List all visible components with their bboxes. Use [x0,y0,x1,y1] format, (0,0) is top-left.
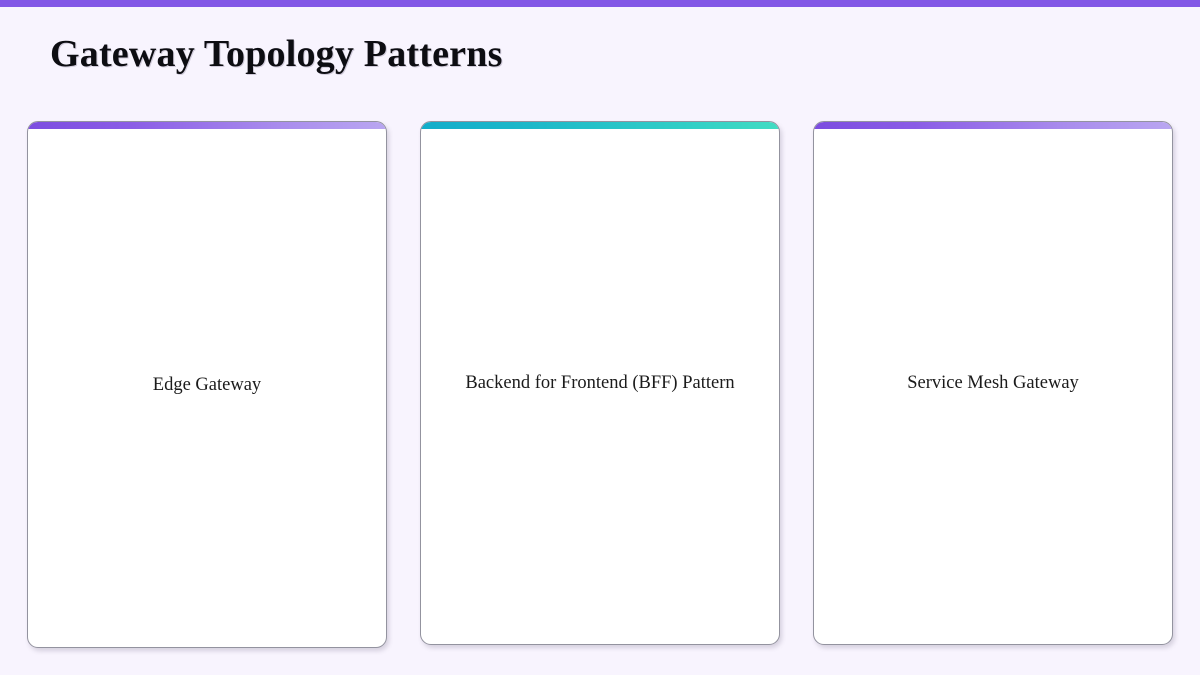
card-accent-bar [421,122,779,129]
card-accent-bar [814,122,1172,129]
card-label: Edge Gateway [152,374,262,395]
card-label: Backend for Frontend (BFF) Pattern [465,373,735,393]
top-accent-bar [0,0,1200,7]
card-accent-bar [28,122,386,129]
pattern-card-bff[interactable]: Backend for Frontend (BFF) Pattern [420,121,780,645]
pattern-card-row: Edge Gateway Backend for Frontend (BFF) … [27,121,1173,648]
pattern-card-service-mesh[interactable]: Service Mesh Gateway [813,121,1173,645]
card-body: Service Mesh Gateway [833,367,1153,399]
card-label: Service Mesh Gateway [907,373,1079,393]
card-body: Edge Gateway [47,369,367,401]
pattern-card-edge-gateway[interactable]: Edge Gateway [27,121,387,648]
page-title: Gateway Topology Patterns [50,33,503,75]
card-body: Backend for Frontend (BFF) Pattern [440,367,760,399]
